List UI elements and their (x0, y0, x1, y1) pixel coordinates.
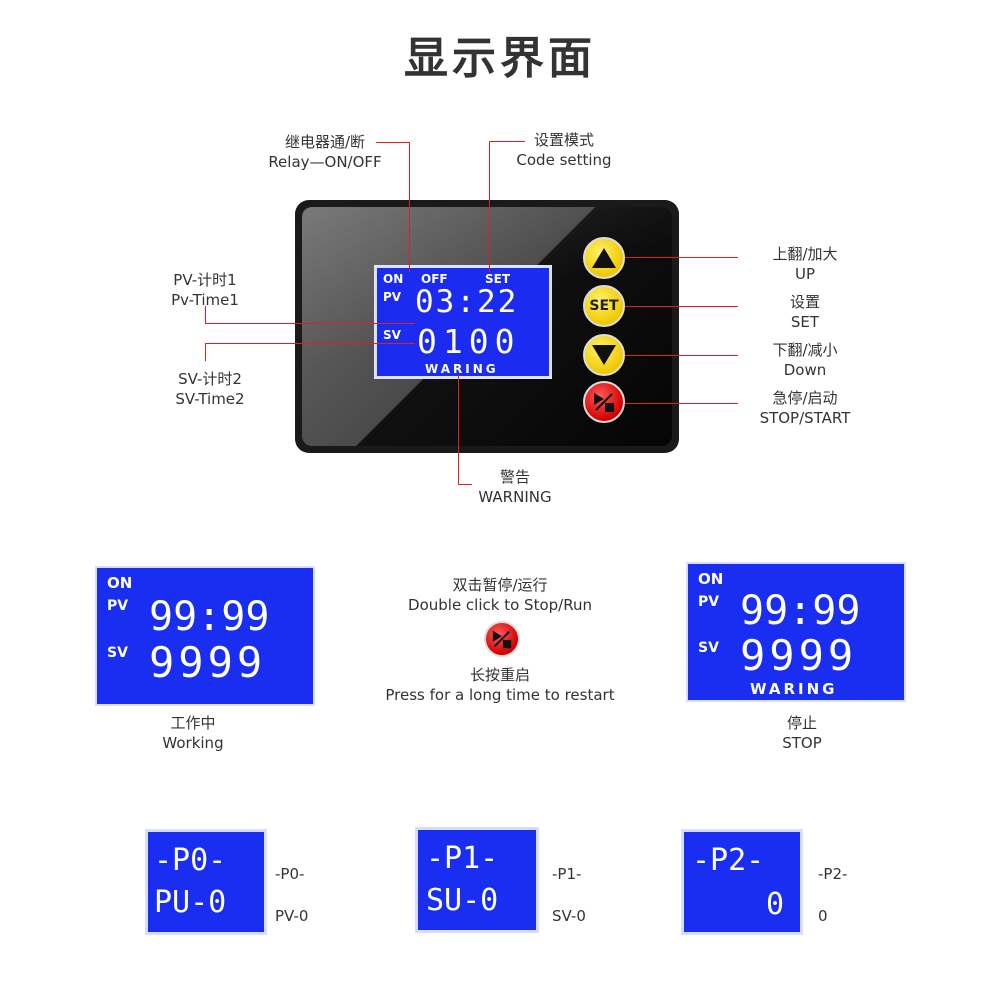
warning-callout: 警告 WARNING (455, 467, 575, 507)
stop-start-button[interactable] (583, 381, 625, 423)
code-callout-cn: 设置模式 (533, 131, 594, 149)
param-p0-desc: -P0- PV-0 (275, 853, 335, 937)
set-callout-cn: 设置 (789, 293, 820, 311)
stop-on-label: ON (698, 570, 724, 588)
long-press-hint-en: Press for a long time to restart (385, 686, 615, 704)
stop-start-button-example (484, 621, 520, 657)
set-callout-en: SET (790, 313, 820, 331)
param-p1-desc: -P1- SV-0 (552, 853, 612, 937)
down-triangle-icon (592, 345, 616, 365)
long-press-hint: 长按重启 Press for a long time to restart (360, 665, 640, 705)
param-p2-line1: -P2- (692, 843, 765, 878)
param-p2-meaning: 0 (818, 907, 828, 925)
param-p0-line1: -P0- (154, 843, 227, 878)
stop-lcd-display: ON PV 99:99 SV 9999 WARING (686, 562, 906, 702)
stop-pv-value: 99:99 (740, 588, 861, 634)
stop-pv-label: PV (698, 594, 720, 610)
working-sv-label: SV (107, 645, 128, 661)
pv-callout-en: Pv-Time1 (171, 291, 239, 309)
stop-callout-en: STOP/START (759, 409, 851, 427)
stop-caption: 停止 STOP (737, 713, 867, 753)
set-callout: 设置 SET (740, 292, 870, 332)
up-triangle-icon (592, 248, 616, 268)
down-callout-en: Down (783, 361, 827, 379)
working-caption-cn: 工作中 (170, 714, 216, 732)
warning-callout-cn: 警告 (499, 468, 530, 486)
param-p1-line2: SU-0 (426, 883, 499, 918)
stop-callout: 急停/启动 STOP/START (740, 388, 870, 428)
main-lcd-display: ON OFF SET PV 03:22 SV 0100 WARING (374, 265, 552, 379)
relay-callout-cn: 继电器通/断 (284, 133, 366, 151)
stop-sv-value: 9999 (740, 631, 858, 680)
stop-warning-label: WARING (750, 680, 838, 698)
sv-callout: SV-计时2 SV-Time2 (145, 369, 275, 409)
param-p1-line1: -P1- (426, 841, 499, 876)
param-lcd-p0: -P0- PU-0 (145, 829, 267, 935)
pv-callout-cn: PV-计时1 (173, 271, 237, 289)
pv-callout: PV-计时1 Pv-Time1 (140, 270, 270, 310)
stop-sv-label: SV (698, 640, 719, 656)
lcd-set-label: SET (485, 272, 511, 286)
lcd-on-label: ON (383, 272, 404, 286)
set-button-label: SET (589, 298, 619, 314)
param-lcd-p1: -P1- SU-0 (415, 827, 539, 933)
code-callout-en: Code setting (516, 151, 612, 169)
sv-callout-en: SV-Time2 (175, 390, 245, 408)
param-lcd-p2: -P2- 0 (681, 829, 803, 935)
lcd-warning-label: WARING (425, 362, 499, 376)
lcd-pv-value: 03:22 (415, 284, 519, 320)
param-p2-line2: 0 (766, 887, 785, 922)
working-caption: 工作中 Working (128, 713, 258, 753)
lcd-off-label: OFF (421, 272, 448, 286)
down-button[interactable] (583, 334, 625, 376)
double-click-hint-cn: 双击暂停/运行 (452, 576, 548, 594)
param-p2-code: -P2- (818, 865, 848, 883)
param-p0-line2: PU-0 (154, 885, 227, 920)
working-lcd-display: ON PV 99:99 SV 9999 (95, 566, 315, 706)
set-button[interactable]: SET (583, 285, 625, 327)
relay-callout-en: Relay—ON/OFF (268, 153, 382, 171)
long-press-hint-cn: 长按重启 (469, 666, 530, 684)
stop-callout-cn: 急停/启动 (772, 389, 838, 407)
page-title: 显示界面 (404, 33, 596, 84)
warning-callout-en: WARNING (478, 488, 552, 506)
param-p1-code: -P1- (552, 865, 582, 883)
stop-caption-en: STOP (782, 734, 822, 752)
down-callout-cn: 下翻/减小 (772, 341, 838, 359)
up-callout: 上翻/加大 UP (740, 244, 870, 284)
double-click-hint: 双击暂停/运行 Double click to Stop/Run (375, 575, 625, 615)
up-button[interactable] (583, 237, 625, 279)
stop-start-icon (492, 630, 512, 649)
working-sv-value: 9999 (149, 638, 267, 687)
up-callout-en: UP (794, 265, 816, 283)
stop-caption-cn: 停止 (786, 714, 817, 732)
up-callout-cn: 上翻/加大 (772, 245, 838, 263)
param-p0-code: -P0- (275, 865, 305, 883)
param-p0-meaning: PV-0 (275, 907, 309, 925)
double-click-hint-en: Double click to Stop/Run (408, 596, 592, 614)
param-p1-meaning: SV-0 (552, 907, 586, 925)
code-callout: 设置模式 Code setting (500, 130, 628, 170)
stop-start-icon (594, 393, 614, 412)
lcd-sv-label: SV (383, 328, 401, 342)
working-pv-value: 99:99 (149, 594, 270, 640)
sv-callout-cn: SV-计时2 (178, 370, 242, 388)
working-caption-en: Working (162, 734, 224, 752)
lcd-pv-label: PV (383, 290, 402, 304)
relay-callout: 继电器通/断 Relay—ON/OFF (258, 132, 392, 172)
timer-relay-device: ON OFF SET PV 03:22 SV 0100 WARING SET (295, 200, 679, 453)
working-pv-label: PV (107, 598, 129, 614)
working-on-label: ON (107, 574, 133, 592)
down-callout: 下翻/减小 Down (740, 340, 870, 380)
param-p2-desc: -P2- 0 (818, 853, 878, 937)
lcd-sv-value: 0100 (417, 322, 521, 361)
